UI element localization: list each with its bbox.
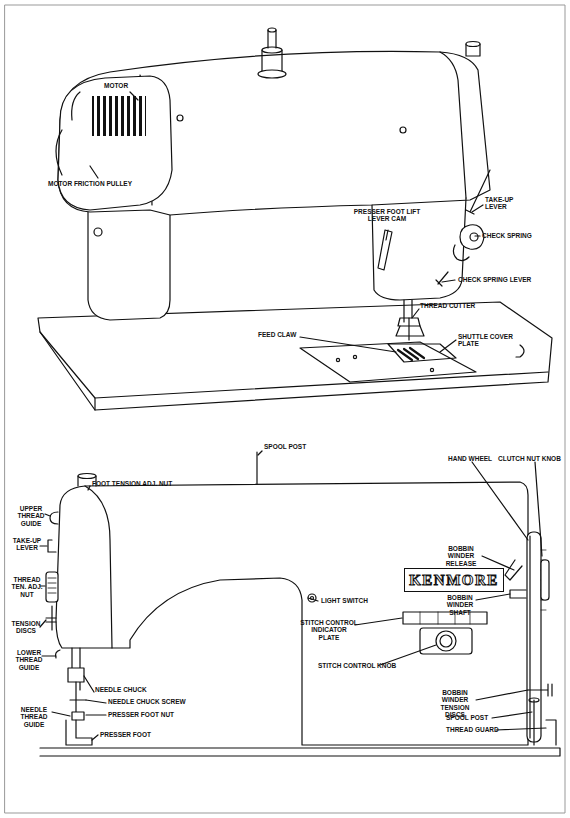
part-label: MOTOR FRICTION PULLEY	[48, 180, 158, 187]
part-label: LIGHT SWITCH	[321, 597, 391, 604]
part-label: UPPER THREAD GUIDE	[12, 505, 50, 527]
part-label: TAKE-UP LEVER	[485, 196, 525, 211]
part-label: NEEDLE CHUCK	[95, 686, 165, 693]
part-label: PRESSER FOOT	[100, 731, 170, 738]
part-label: SPOOL POST	[446, 714, 496, 721]
part-label: PRESSER FOOT NUT	[108, 711, 198, 718]
part-label: STITCH CONTROL KNOB	[318, 662, 418, 669]
part-label: THREAD TEN. ADJ. NUT	[10, 576, 44, 598]
part-label: NEEDLE CHUCK SCREW	[108, 698, 198, 705]
part-label: SHUTTLE COVER PLATE	[458, 333, 518, 348]
part-label: CLUTCH NUT KNOB	[498, 455, 568, 462]
part-label: SPOOL POST	[264, 443, 324, 450]
part-label: TAKE-UP LEVER	[12, 537, 42, 552]
part-label: MOTOR	[104, 82, 144, 89]
part-label: LOWER THREAD GUIDE	[12, 649, 46, 671]
part-label: THREAD GUARD	[446, 726, 506, 733]
part-label: FOOT TENSION ADJ. NUT	[92, 480, 202, 487]
brand-name: KENMORE	[409, 572, 499, 589]
part-label: NEEDLE THREAD GUIDE	[14, 706, 54, 728]
name-badge: KENMORE	[404, 568, 504, 592]
part-label: THREAD CUTTER	[420, 302, 500, 309]
part-label: BOBBIN WINDER SHAFT	[440, 594, 480, 616]
part-label: STITCH CONTROL INDICATOR PLATE	[300, 619, 358, 641]
part-label: PRESSER FOOT LIFT LEVER CAM	[352, 208, 422, 223]
part-label: CHECK SPRING	[482, 232, 552, 239]
part-label: CHECK SPRING LEVER	[458, 276, 548, 283]
part-label: TENSION DISCS	[10, 620, 42, 635]
part-label: FEED CLAW	[258, 331, 318, 338]
